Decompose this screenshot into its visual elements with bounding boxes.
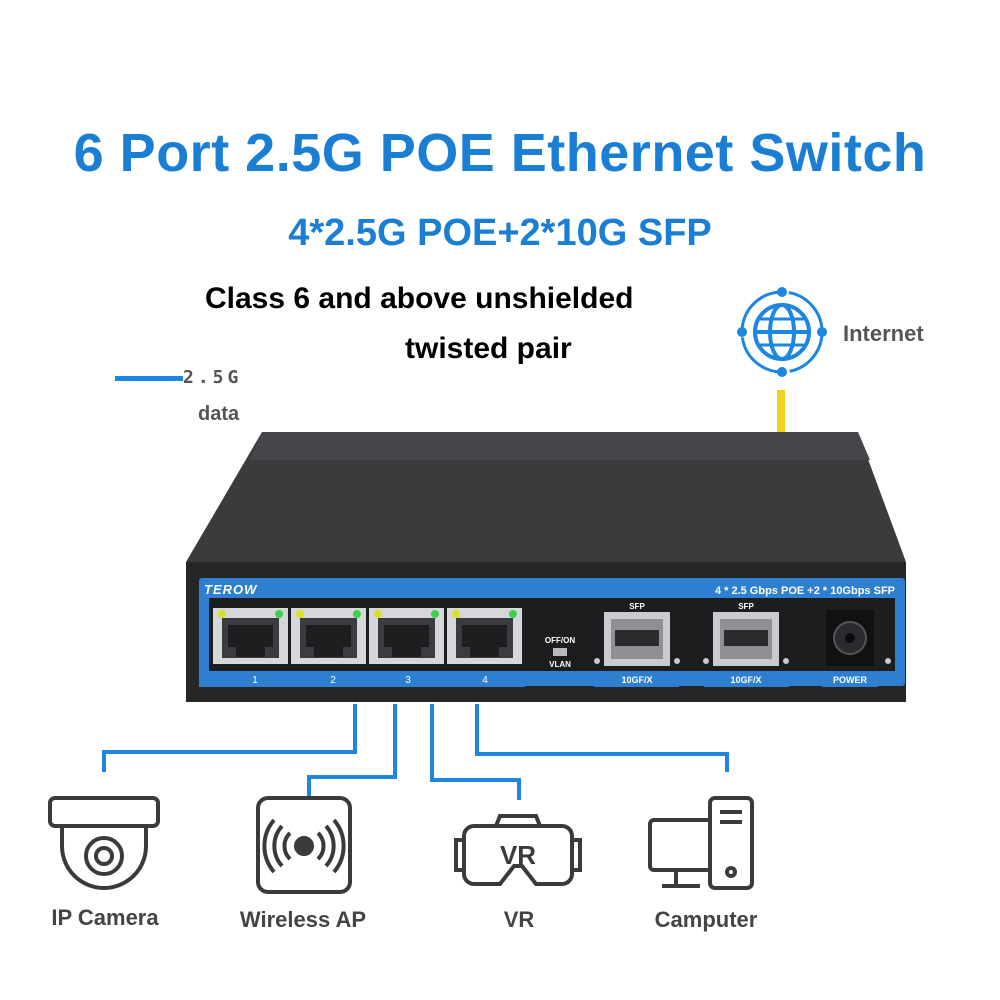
dip-switch-top-label: OFF/ON (545, 636, 575, 645)
vr-icon-text: VR (500, 840, 536, 870)
sfp-speed-1: 10GF/X (621, 675, 652, 685)
power-label: POWER (833, 675, 868, 685)
rj45-port-4[interactable] (447, 608, 522, 664)
port-number-3: 3 (405, 675, 411, 686)
sfp-label-2: SFP (738, 602, 754, 611)
link-vr (430, 704, 521, 800)
port-number-2: 2 (330, 675, 336, 686)
link-computer (475, 704, 729, 772)
sfp-speed-2: 10GF/X (730, 675, 761, 685)
uplink-cable (777, 390, 785, 436)
device-label-computer: Camputer (654, 907, 758, 932)
device-label-wireless-ap: Wireless AP (239, 907, 367, 932)
legend-type: data (198, 403, 240, 425)
cable-note-line1: Class 6 and above unshielded (205, 282, 634, 315)
sfp-port-1[interactable] (594, 612, 680, 666)
cable-note-line2: twisted pair (405, 332, 572, 365)
connection-lines (102, 704, 729, 800)
vlan-dip-switch[interactable] (553, 648, 567, 656)
wireless-ap-icon (256, 796, 352, 894)
page-subtitle: 4*2.5G POE+2*10G SFP (288, 212, 712, 254)
sfp-label-1: SFP (629, 602, 645, 611)
device-label-vr: VR (503, 907, 535, 932)
device-label-ip-camera: IP Camera (51, 905, 159, 930)
computer-icon (648, 796, 754, 890)
legend-speed: 2.5G (183, 367, 243, 388)
legend-line (115, 376, 183, 381)
ip-camera-icon (48, 796, 160, 890)
vr-headset-icon: VR (454, 814, 582, 886)
rj45-port-3[interactable] (369, 608, 444, 664)
port-number-4: 4 (482, 675, 488, 686)
rj45-port-2[interactable] (291, 608, 366, 664)
link-ip-camera (102, 704, 357, 772)
brand-logo: TEROW (204, 582, 258, 597)
rj45-port-1[interactable] (213, 608, 288, 664)
port-number-1: 1 (252, 675, 258, 686)
dip-switch-bottom-label: VLAN (549, 660, 571, 669)
link-wireless-ap (307, 704, 397, 800)
globe-icon (737, 287, 827, 377)
page-title: 6 Port 2.5G POE Ethernet Switch (73, 123, 927, 183)
power-jack[interactable] (826, 610, 891, 666)
internet-label: Internet (843, 321, 924, 346)
switch-spec: 4 * 2.5 Gbps POE +2 * 10Gbps SFP (715, 585, 895, 597)
sfp-port-2[interactable] (703, 612, 789, 666)
